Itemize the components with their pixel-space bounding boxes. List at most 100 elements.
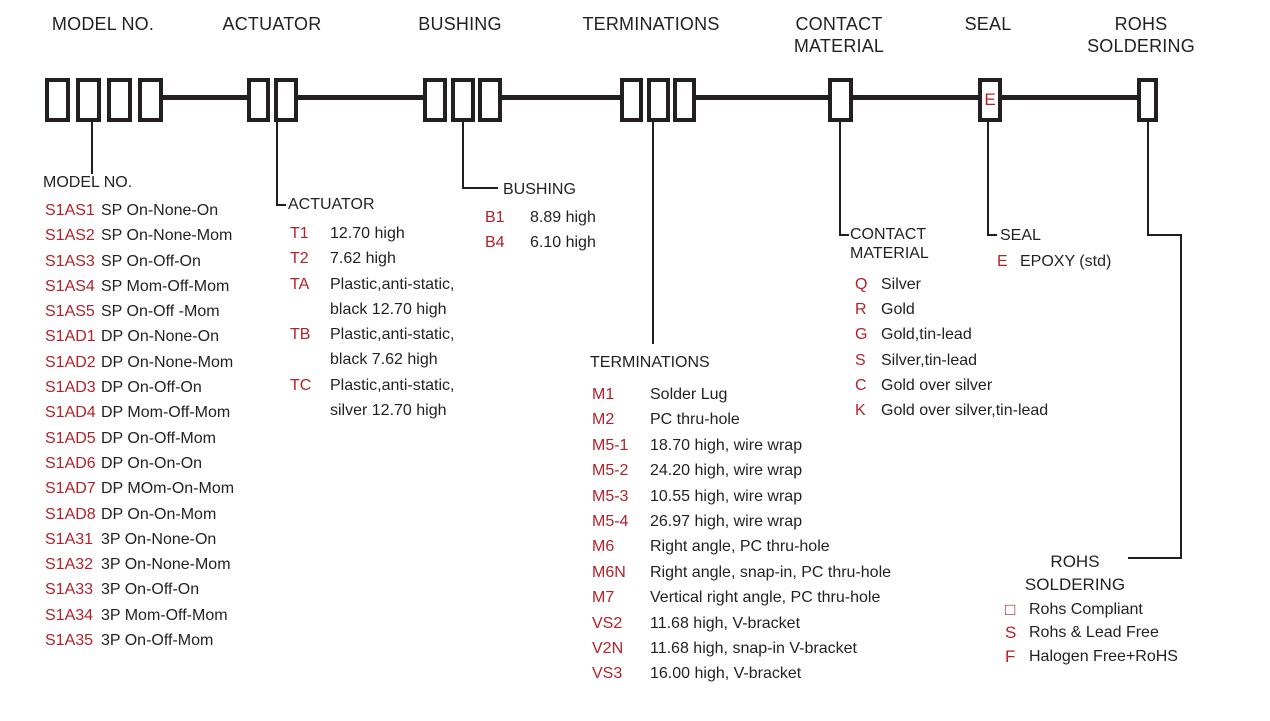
option-code: S1A33	[45, 581, 94, 599]
option-desc: DP Mom-Off-Mom	[101, 404, 231, 422]
option-code: R	[855, 301, 867, 319]
model-option-row: S1AD8 DP On-On-Mom	[43, 502, 234, 527]
header-rohs-soldering: ROHS SOLDERING	[1087, 14, 1195, 56]
option-desc: 3P Mom-Off-Mom	[101, 606, 228, 624]
option-code: TB	[290, 326, 311, 344]
option-code: S1AS1	[45, 202, 95, 219]
seal-title: SEAL	[1000, 227, 1041, 244]
option-code: B4	[485, 234, 505, 252]
bushing-digit-box	[451, 78, 475, 122]
termination-option-row: V2N 11.68 high, snap-in V-bracket	[590, 636, 891, 661]
option-desc: 11.68 high, V-bracket	[650, 614, 801, 632]
option-code: M5-2	[592, 462, 629, 480]
option-desc: Solder Lug	[650, 386, 728, 403]
option-code: B1	[485, 209, 505, 226]
terminations-connector-line	[652, 122, 654, 344]
option-code: K	[855, 402, 866, 420]
header-bushing: BUSHING	[418, 14, 502, 34]
option-code: S1AD8	[45, 505, 96, 523]
option-desc: black 12.70 high	[330, 300, 447, 318]
actuator-option-row: silver 12.70 high	[288, 398, 454, 423]
option-desc: Gold,tin-lead	[881, 326, 972, 344]
option-code: M1	[592, 386, 615, 403]
option-code: M7	[592, 589, 615, 607]
option-code: S	[855, 351, 866, 369]
bushing-title: BUSHING	[503, 181, 576, 198]
termination-option-row: M5-2 24.20 high, wire wrap	[590, 458, 891, 483]
option-code: S1AS2	[45, 227, 95, 245]
option-code: S1AS4	[45, 277, 95, 295]
option-code: M5-3	[592, 487, 629, 505]
contact-digit-box	[828, 78, 853, 122]
option-desc: PC thru-hole	[650, 411, 740, 429]
option-code: S1AD1	[45, 328, 96, 346]
option-desc: 3P On-None-On	[101, 530, 217, 548]
option-desc: DP On-None-Mom	[101, 353, 234, 371]
option-desc: SP On-None-Mom	[101, 227, 233, 245]
terminations-title: TERMINATIONS	[590, 354, 710, 371]
option-desc: 26.97 high, wire wrap	[650, 513, 803, 531]
option-code: M6N	[592, 563, 626, 581]
option-desc: silver 12.70 high	[330, 402, 447, 420]
option-code: S1AD5	[45, 429, 96, 447]
bushing-connector-elbow	[462, 187, 498, 189]
bushing-digit-box	[478, 78, 502, 122]
option-code: □	[1005, 600, 1016, 619]
actuator-title: ACTUATOR	[288, 196, 375, 213]
option-desc: DP MOm-On-Mom	[101, 480, 235, 498]
seal-connector-line	[987, 122, 989, 236]
option-desc: Gold over silver	[881, 376, 993, 394]
option-desc: Right angle, snap-in, PC thru-hole	[650, 563, 892, 581]
option-desc: 3P On-Off-Mom	[101, 632, 214, 650]
spine-line	[296, 95, 424, 100]
option-code: M6	[592, 538, 615, 556]
actuator-digit-box	[274, 78, 298, 122]
option-code: S	[1005, 623, 1017, 643]
header-terminations: TERMINATIONS	[582, 14, 720, 34]
model-digit-box	[76, 78, 101, 122]
option-desc: Gold over silver,tin-lead	[881, 402, 1049, 420]
termination-option-row: M6N Right angle, snap-in, PC thru-hole	[590, 560, 891, 585]
model-no-title: MODEL NO.	[43, 174, 133, 191]
termination-option-row: M6 Right angle, PC thru-hole	[590, 534, 891, 559]
option-desc: 11.68 high, snap-in V-bracket	[650, 640, 857, 658]
option-desc: 24.20 high, wire wrap	[650, 462, 803, 480]
option-desc: DP On-Off-Mom	[101, 429, 216, 447]
option-code: T2	[290, 250, 309, 268]
option-code: V2N	[592, 640, 624, 658]
model-connector-line	[91, 122, 93, 174]
rohs-option-row: □Rohs Compliant	[1005, 598, 1178, 621]
option-code: TA	[290, 275, 310, 293]
rohs-connector-line	[1147, 122, 1149, 236]
option-code: M5-4	[592, 513, 629, 531]
option-code: TC	[290, 376, 312, 394]
option-desc: 18.70 high, wire wrap	[650, 436, 803, 454]
spine-line	[500, 95, 622, 100]
option-desc: 3P On-Off-On	[101, 581, 200, 599]
option-desc: Right angle, PC thru-hole	[650, 538, 830, 556]
option-code: S1AD3	[45, 379, 96, 397]
option-code: Q	[855, 276, 868, 293]
option-desc: DP On-On-Mom	[101, 505, 217, 523]
